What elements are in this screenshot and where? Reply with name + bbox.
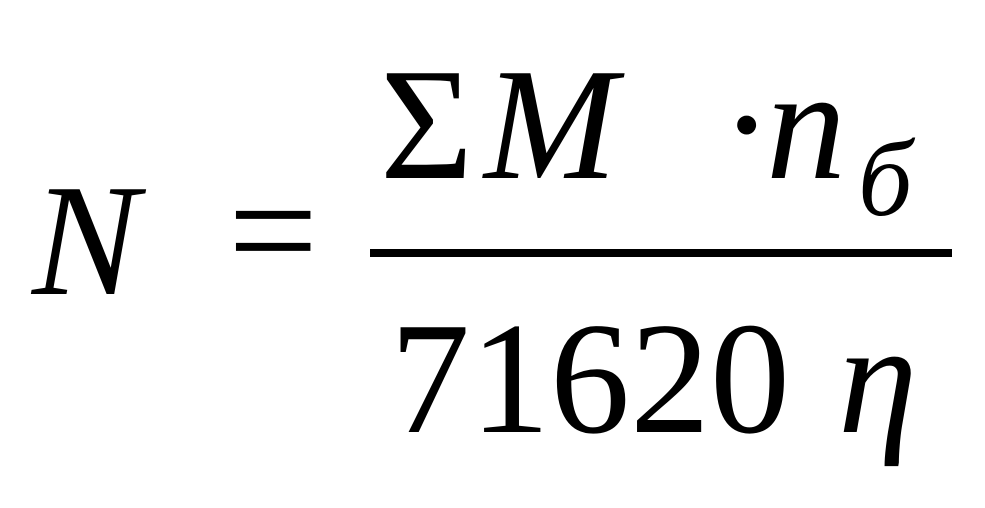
fraction-bar	[370, 249, 952, 257]
efficiency-variable: η	[838, 289, 918, 467]
speed-variable: n	[766, 35, 846, 213]
speed-subscript: б	[858, 120, 913, 239]
sum-symbol: Σ	[380, 35, 474, 213]
power-variable: N	[32, 151, 139, 329]
multiply-dot: ·	[720, 35, 774, 213]
constant-value: 71620	[390, 289, 790, 467]
equals-sign: =	[228, 141, 319, 319]
moment-variable: M	[484, 35, 618, 213]
